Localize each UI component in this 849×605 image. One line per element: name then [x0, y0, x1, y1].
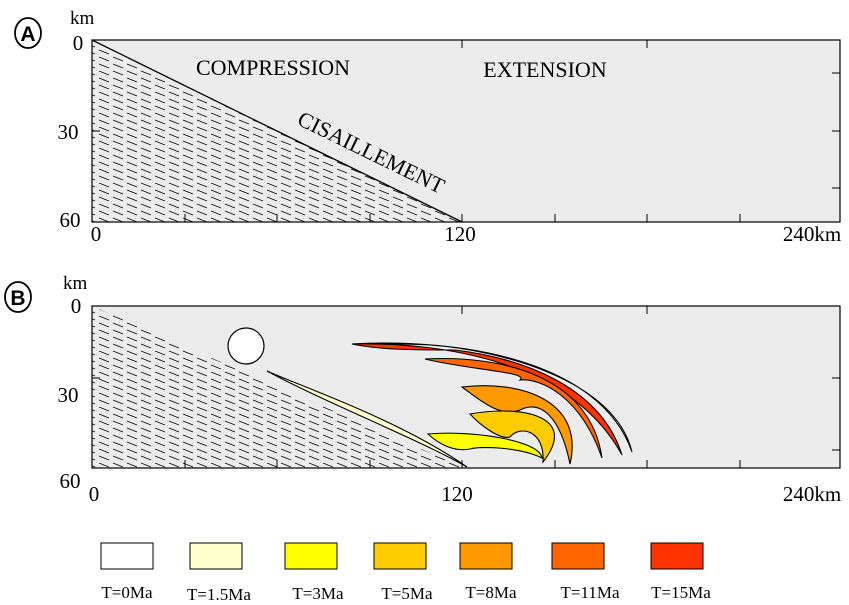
panel-b-km-label: km	[63, 273, 88, 294]
contour-t11	[424, 357, 603, 459]
label-extension: EXTENSION	[483, 57, 607, 82]
panel-a-ticks	[92, 40, 840, 222]
panel-b-xtick-0: 0	[89, 482, 100, 506]
panel-b-ytick-0: 0	[71, 294, 82, 318]
panel-a-xtick-0: 0	[91, 222, 102, 246]
panel-a-ytick-0: 0	[73, 31, 84, 55]
contour-t8	[460, 385, 573, 465]
contour-t0-arc	[351, 342, 633, 453]
contour-t15	[351, 343, 623, 456]
panel-a-ytick-60: 60	[60, 208, 81, 232]
panel-a-xtick-120: 120	[444, 222, 476, 246]
panel-b-xtick-240: 240km	[783, 482, 841, 506]
panel-b: B km 0 30 60 0 120 240km	[4, 273, 841, 506]
legend-swatch-t5	[373, 542, 427, 570]
legend-swatch-t3	[284, 542, 338, 570]
contour-t5	[468, 410, 556, 464]
panel-b-badge: B	[4, 281, 32, 313]
legend-label-t1-5: T=1.5Ma	[187, 585, 251, 604]
legend-swatch-t8	[459, 542, 513, 570]
panel-b-ytick-30: 30	[58, 383, 79, 407]
legend-label-t3: T=3Ma	[292, 584, 344, 603]
contour-t0-circle	[227, 327, 265, 365]
legend-label-t15: T=15Ma	[651, 583, 711, 602]
legend-swatch-t11	[551, 542, 605, 570]
panel-a-badge-letter: A	[20, 23, 35, 46]
label-compression: COMPRESSION	[196, 55, 350, 80]
legend-swatch-t15	[650, 542, 704, 570]
panel-a-badge: A	[14, 17, 42, 49]
legend-label-t11: T=11Ma	[560, 583, 619, 602]
panel-a-xtick-240: 240km	[783, 222, 841, 246]
panel-a-ytick-30: 30	[58, 120, 79, 144]
panel-a-shear-line	[91, 39, 463, 223]
legend-label-t0: T=0Ma	[101, 583, 153, 602]
panel-a: A km 0 30 60 0 120 240km COMPRESSION EXT…	[14, 8, 841, 246]
legend-swatch-t0	[100, 542, 154, 570]
contour-t3	[426, 432, 543, 459]
panel-b-xtick-120: 120	[441, 482, 473, 506]
panel-b-ytick-60: 60	[60, 469, 81, 493]
legend-label-t8: T=8Ma	[465, 583, 517, 602]
legend-label-t5: T=5Ma	[381, 584, 433, 603]
legend: T=0Ma T=1.5Ma T=3Ma T=5Ma T=8Ma T=11Ma T…	[100, 542, 711, 604]
contour-t1-5	[266, 370, 468, 468]
panel-a-km-label: km	[70, 8, 95, 29]
panel-b-subducting-slab	[92, 306, 465, 468]
panel-b-badge-letter: B	[10, 287, 25, 310]
legend-swatch-t1-5	[189, 542, 243, 570]
